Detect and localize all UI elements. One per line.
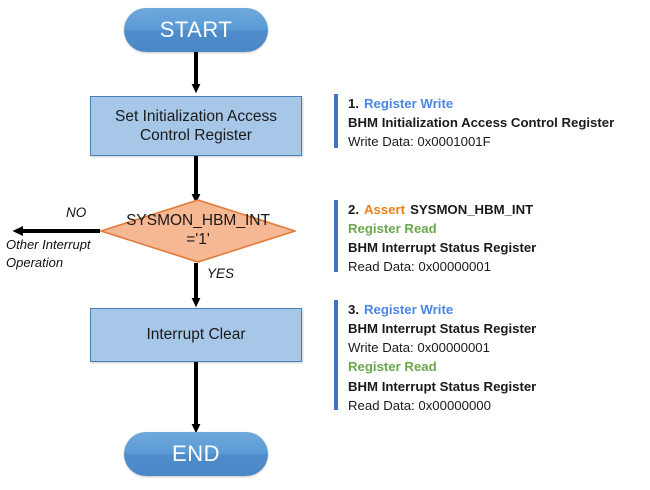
annotation-1-register: BHM Initialization Access Control Regist… bbox=[348, 115, 615, 131]
annotation-2-operation: Assert bbox=[364, 202, 406, 217]
annotation-block-1: 1. Register Write BHM Initialization Acc… bbox=[334, 94, 615, 150]
annotation-block-3: 3. Register Write BHM Interrupt Status R… bbox=[334, 300, 537, 413]
annotation-2-register: BHM Interrupt Status Register bbox=[348, 240, 537, 256]
process-init-label: Set Initialization Access Control Regist… bbox=[115, 107, 277, 144]
annotation-block-2: 2. Assert SYSMON_HBM_INT Register Read B… bbox=[334, 200, 537, 274]
annotation-3-header: 3. Register Write bbox=[348, 300, 536, 319]
start-label: START bbox=[159, 17, 233, 42]
annotation-1-data: Write Data: 0x0001001F bbox=[348, 134, 491, 150]
decision-label: SYSMON_HBM_INT ='1' bbox=[126, 212, 270, 248]
annotation-2-register-read: Register Read bbox=[348, 221, 437, 237]
annotation-3-read-data: Read Data: 0x00000000 bbox=[348, 397, 491, 413]
process-interrupt-clear[interactable]: Interrupt Clear bbox=[90, 308, 302, 362]
annotation-3-operation: Register Write bbox=[364, 302, 454, 317]
annotation-2-index: 2. bbox=[348, 202, 359, 217]
decision-diamond-shape bbox=[100, 199, 296, 263]
annotation-1-operation: Register Write bbox=[364, 96, 454, 111]
start-terminator[interactable]: START bbox=[124, 8, 268, 52]
end-terminator[interactable]: END bbox=[124, 432, 268, 476]
edge-note-other-interrupt-operation: Other Interrupt Operation bbox=[6, 237, 91, 270]
annotation-2-data: Read Data: 0x00000001 bbox=[348, 259, 491, 275]
edge-label-no: NO bbox=[66, 205, 87, 220]
annotation-2-header: 2. Assert SYSMON_HBM_INT bbox=[348, 200, 536, 219]
process-clear-label: Interrupt Clear bbox=[146, 326, 246, 344]
annotation-3-register-read-target: BHM Interrupt Status Register bbox=[348, 378, 537, 394]
annotation-3-register-read: Register Read bbox=[348, 359, 437, 375]
decision-sysmon-hbm-int[interactable]: SYSMON_HBM_INT ='1' bbox=[100, 199, 296, 263]
annotation-3-index: 3. bbox=[348, 302, 359, 317]
process-set-init-access-control-register[interactable]: Set Initialization Access Control Regist… bbox=[90, 96, 302, 156]
annotation-2-signal: SYSMON_HBM_INT bbox=[410, 202, 534, 217]
annotation-1-index: 1. bbox=[348, 96, 359, 111]
annotation-3-register-write-target: BHM Interrupt Status Register bbox=[348, 321, 537, 337]
end-label: END bbox=[172, 441, 220, 466]
edge-label-yes: YES bbox=[207, 266, 235, 281]
annotation-1-header: 1. Register Write bbox=[348, 94, 614, 113]
annotation-3-write-data: Write Data: 0x00000001 bbox=[348, 340, 490, 356]
